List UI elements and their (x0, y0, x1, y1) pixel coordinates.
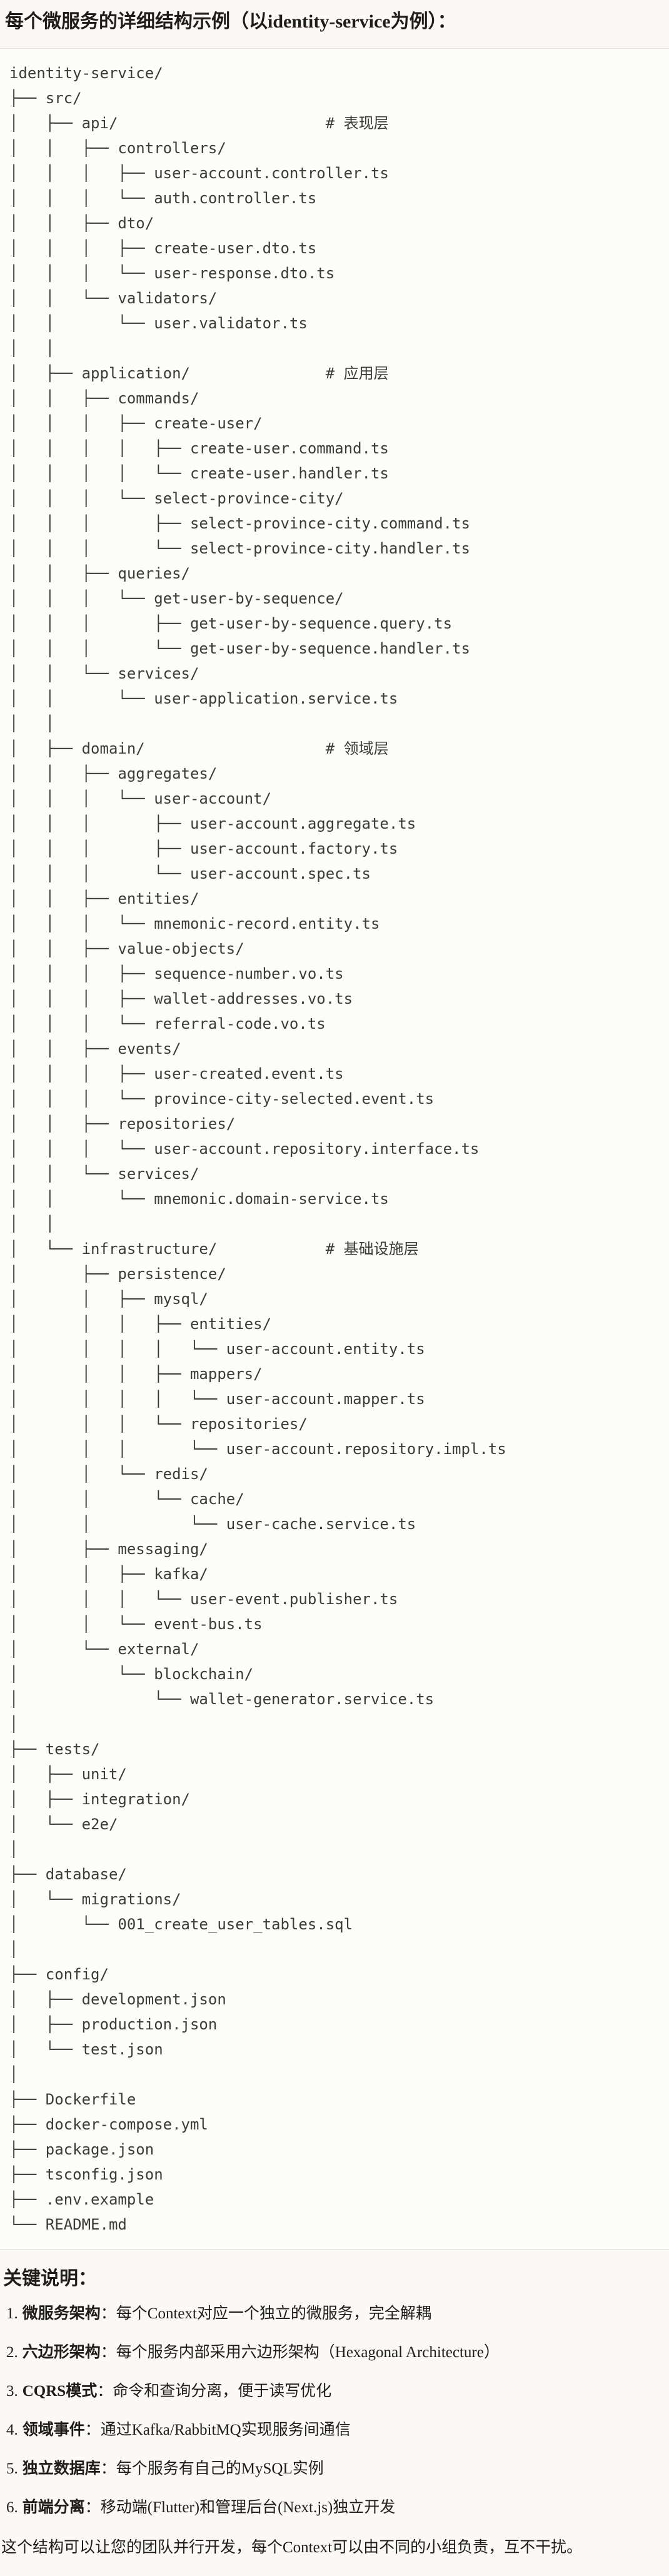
note-item: 5.独立数据库：每个服务有自己的MySQL实例 (6, 2457, 669, 2481)
note-number: 3. (6, 2383, 18, 2400)
note-item: 3.CQRS模式：命令和查询分离，便于读写优化 (6, 2380, 669, 2403)
notes-heading: 关键说明： (3, 2268, 97, 2289)
note-term: 微服务架构 (22, 2305, 101, 2322)
note-desc: ：每个服务有自己的MySQL实例 (100, 2460, 324, 2477)
note-number: 6. (6, 2499, 18, 2516)
note-desc: ：每个Context对应一个独立的微服务，完全解耦 (100, 2305, 431, 2322)
page-title: 每个微服务的详细结构示例（以identity-service为例）： (5, 11, 456, 32)
note-item: 4.领域事件：通过Kafka/RabbitMQ实现服务间通信 (6, 2418, 669, 2442)
note-item: 1.微服务架构：每个Context对应一个独立的微服务，完全解耦 (6, 2302, 669, 2326)
summary-paragraph: 这个结构可以让您的团队并行开发，每个Context可以由不同的小组负责，互不干扰… (1, 2539, 583, 2556)
note-term: 独立数据库 (22, 2460, 101, 2477)
directory-tree: identity-service/ ├── src/ │ ├── api/ # … (9, 64, 506, 2233)
note-item: 2.六边形架构：每个服务内部采用六边形架构（Hexagonal Architec… (6, 2341, 669, 2365)
note-item: 6.前端分离：移动端(Flutter)和管理后台(Next.js)独立开发 (6, 2496, 669, 2520)
code-block: identity-service/ ├── src/ │ ├── api/ # … (0, 48, 669, 2250)
note-desc: ：移动端(Flutter)和管理后台(Next.js)独立开发 (84, 2499, 396, 2516)
note-number: 5. (6, 2460, 18, 2477)
notes-list: 1.微服务架构：每个Context对应一个独立的微服务，完全解耦 2.六边形架构… (0, 2302, 669, 2520)
note-term: CQRS模式 (22, 2383, 98, 2400)
note-desc: ：通过Kafka/RabbitMQ实现服务间通信 (84, 2422, 351, 2438)
note-term: 前端分离 (22, 2499, 85, 2516)
note-term: 六边形架构 (22, 2344, 101, 2361)
note-number: 4. (6, 2422, 18, 2438)
note-number: 2. (6, 2344, 18, 2361)
note-number: 1. (6, 2305, 18, 2322)
note-term: 领域事件 (22, 2422, 85, 2438)
note-desc: ：每个服务内部采用六边形架构（Hexagonal Architecture） (100, 2344, 500, 2361)
note-desc: ：命令和查询分离，便于读写优化 (97, 2383, 332, 2400)
